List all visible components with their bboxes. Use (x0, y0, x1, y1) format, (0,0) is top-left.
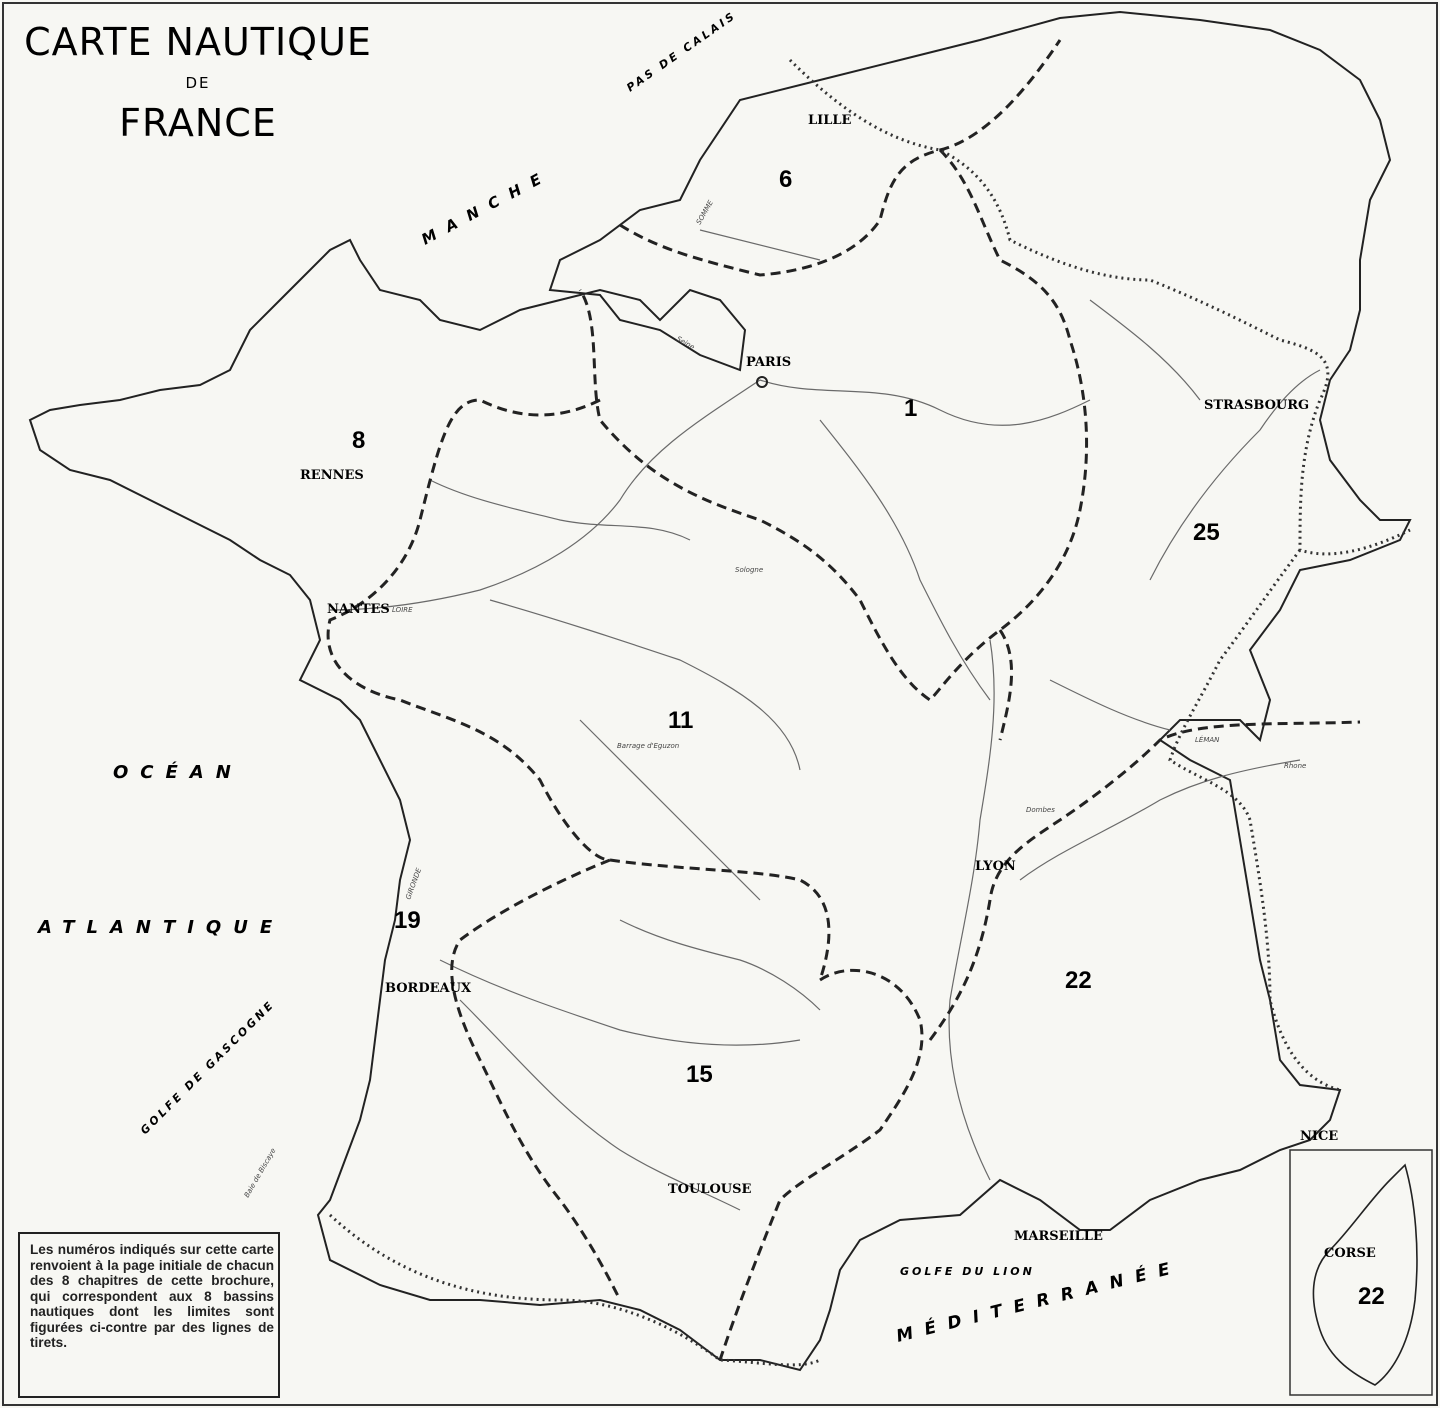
basin-number-19: 19 (394, 907, 421, 934)
basin-number-15: 15 (686, 1061, 713, 1088)
frontier (328, 58, 1411, 1367)
city-lyon: LYON (975, 859, 1016, 874)
legend-box: Les numéros indiqués sur cette carte ren… (18, 1232, 280, 1398)
boundary-basin-22 (928, 720, 1361, 1041)
boundary-basin-19 (450, 858, 622, 1301)
corse-island (1312, 1163, 1418, 1386)
sea-pas-de-calais-label: PAS DE CALAIS (624, 9, 739, 95)
dam-eguzon-label: Barrage d'Eguzon (617, 742, 679, 750)
estuary-gironde-label: GIRONDE (404, 866, 423, 900)
title-line1: CARTE NAUTIQUE (24, 20, 372, 64)
sea-baie-biscaye-label: Baie de Biscaye (243, 1147, 278, 1199)
boundary-basin-15 (718, 968, 924, 1361)
city-bordeaux: BORDEAUX (385, 981, 472, 996)
river-loire-label: LOIRE (392, 606, 413, 614)
boundary-basin-25 (998, 629, 1013, 741)
basin-number-22: 22 (1065, 967, 1092, 994)
rivers (329, 229, 1321, 1211)
boundary-basin-11 (609, 858, 831, 981)
corse-basin-number: 22 (1358, 1283, 1385, 1310)
city-marseille: MARSEILLE (1014, 1229, 1103, 1244)
river-seine-label: Seine (675, 335, 696, 352)
legend-text: Les numéros indiqués sur cette carte ren… (30, 1242, 274, 1350)
basin-number-1: 1 (904, 395, 917, 422)
sea-ocean-label: OCÉAN (113, 761, 243, 783)
title-line2: DE (185, 74, 210, 92)
corse-label: CORSE (1324, 1246, 1376, 1261)
basin-number-8: 8 (352, 427, 365, 454)
boundary-basin-8 (326, 398, 611, 862)
river-rhone-label: Rhone (1284, 762, 1306, 770)
corse-inset-frame (1289, 1149, 1433, 1396)
boundary-basin-6 (619, 39, 1062, 277)
sea-atlantique-label: ATLANTIQUE (36, 917, 284, 938)
city-rennes: RENNES (300, 468, 364, 483)
boundary-basin-1 (578, 148, 1089, 702)
basin-number-6: 6 (779, 166, 792, 193)
city-paris: PARIS (746, 355, 791, 370)
city-toulouse: TOULOUSE (668, 1182, 752, 1197)
lake-leman-label: LÉMAN (1195, 735, 1220, 744)
city-nice: NICE (1300, 1129, 1338, 1144)
basin-number-25: 25 (1193, 519, 1220, 546)
title-line3: FRANCE (119, 101, 277, 145)
city-lille: LILLE (808, 113, 852, 128)
region-sologne-label: Sologne (735, 566, 763, 574)
france-coastline (28, 10, 1412, 1372)
sea-manche-label: MANCHE (418, 165, 554, 249)
city-strasbourg: STRASBOURG (1204, 398, 1309, 413)
river-somme-label: SOMME (695, 199, 715, 226)
city-nantes: NANTES (327, 602, 390, 617)
sea-golfe-lion-label: GOLFE DU LION (900, 1265, 1035, 1278)
city-marker-paris (756, 376, 768, 388)
basin-boundaries (326, 39, 1361, 1361)
basin-number-11: 11 (668, 707, 693, 734)
region-dombes-label: Dombes (1026, 806, 1055, 814)
sea-golfe-gascogne-label: GOLFE DE GASCOGNE (138, 998, 278, 1138)
